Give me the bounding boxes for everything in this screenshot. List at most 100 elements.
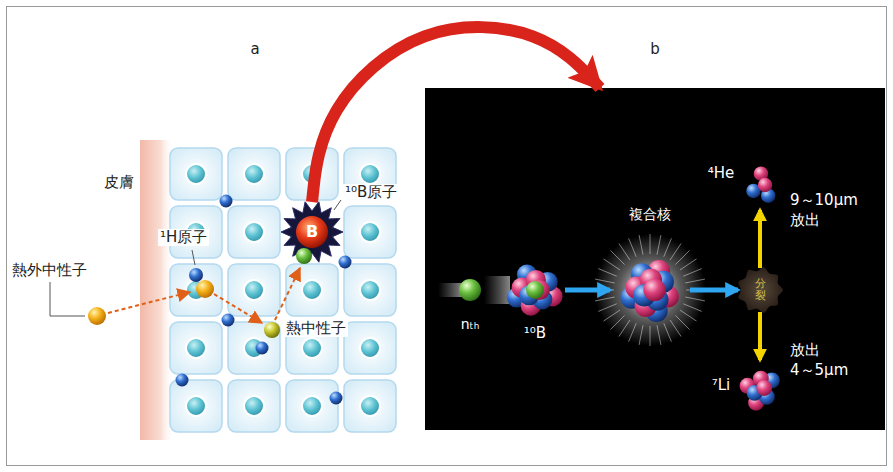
diagram-node: ⁴He	[705, 160, 785, 210]
glow-ray	[650, 234, 651, 254]
neutron-path	[214, 294, 262, 323]
boron-burst	[281, 202, 343, 262]
glow-ray	[595, 279, 615, 283]
figure-label: 熱中性子	[284, 320, 348, 337]
diagram-node: 複合核	[610, 204, 690, 324]
cell-nucleus	[186, 396, 206, 416]
glow-ray	[685, 279, 705, 283]
captured-neutron	[526, 281, 544, 299]
glow-ray	[650, 326, 651, 346]
cell-nucleus	[360, 280, 380, 300]
node-label: 複合核	[629, 206, 671, 222]
glow-ray	[664, 238, 672, 256]
epithermal-neutron	[88, 307, 106, 325]
hydrogen-atom	[222, 314, 235, 327]
glow-ray	[610, 315, 624, 329]
tissue-cell	[170, 380, 222, 432]
node-label: a	[250, 41, 259, 58]
figure-label: 放出	[788, 212, 822, 229]
reaction-panel	[425, 88, 885, 430]
cell-nucleus	[186, 338, 206, 358]
nucleus-glow	[594, 234, 706, 346]
reaction-art	[438, 166, 783, 410]
leader-line	[334, 200, 341, 210]
glow-ray	[629, 323, 637, 341]
diagram-node: ¹⁰B	[505, 260, 565, 346]
node-label: nₜₕ	[461, 316, 480, 332]
tissue-cell	[228, 322, 280, 374]
figure-label: 熱外中性子	[10, 262, 89, 279]
thermal-neutron	[296, 248, 312, 264]
glow-ray	[683, 269, 701, 277]
glow-ray	[629, 238, 637, 256]
tissue-cell	[228, 264, 280, 316]
boron-atom	[296, 216, 328, 248]
glow-ray	[619, 243, 630, 260]
cell-nucleus	[360, 222, 380, 242]
hydrogen-atom	[330, 392, 343, 405]
figure-label: ¹⁰B原子	[343, 184, 399, 201]
motion-streak	[438, 283, 462, 297]
neutron-path	[275, 268, 300, 320]
node-label: b	[650, 41, 660, 58]
tissue-cell	[228, 206, 280, 258]
epithermal-neutron	[196, 280, 214, 298]
cell-nucleus	[244, 280, 264, 300]
nucleon	[643, 279, 665, 301]
connector-arrow	[758, 210, 762, 268]
diagram-node: ⁷Li	[705, 360, 785, 412]
node-label: 分裂	[755, 278, 766, 302]
figure-label: ¹H原子	[158, 229, 209, 246]
hydrogen-atom	[339, 256, 352, 269]
fission-blob	[738, 267, 783, 312]
glow-ray	[670, 320, 681, 337]
motion-streak	[484, 276, 510, 304]
tissue-cell	[228, 380, 280, 432]
node-label: ⁷Li	[712, 377, 731, 394]
glow-ray	[619, 320, 630, 337]
glow-ray	[603, 259, 620, 270]
glow-ray	[675, 250, 689, 264]
glow-ray	[685, 297, 705, 301]
tissue-cell	[170, 264, 222, 316]
cell-nucleus	[244, 222, 264, 242]
cell-nucleus	[302, 396, 322, 416]
neutron-ball	[459, 279, 481, 301]
tissue-particles	[50, 195, 352, 405]
tissue-cell	[228, 148, 280, 200]
diagram-node: nₜₕ	[452, 276, 488, 338]
figure-frame	[7, 7, 887, 466]
hydrogen-atom	[220, 195, 233, 208]
glow-ray	[657, 325, 661, 345]
figure-label: 皮膚	[102, 174, 136, 191]
hydrogen-atom	[189, 268, 203, 282]
cell-nucleus	[302, 280, 322, 300]
diagram-node: B	[282, 202, 342, 262]
skin-band	[140, 140, 174, 440]
connector-arrow	[690, 288, 738, 293]
cell-nucleus	[244, 396, 264, 416]
tissue-cell	[344, 264, 396, 316]
figure-label: 9～10μm	[788, 192, 860, 209]
glow-ray	[598, 269, 616, 277]
connector-arrow	[312, 27, 600, 202]
glow-ray	[683, 304, 701, 312]
node-label: ¹⁰B	[524, 325, 546, 342]
figure-label: 4～5μm	[788, 362, 850, 379]
glow-ray	[639, 235, 643, 255]
glow-ray	[603, 310, 620, 321]
tissue-cell	[344, 322, 396, 374]
glow-ray	[664, 323, 672, 341]
thermal-neutron	[264, 322, 280, 338]
cell-nucleus	[360, 164, 380, 184]
connector-arrow	[758, 312, 762, 360]
tissue-cell	[170, 148, 222, 200]
leader-line	[50, 282, 85, 316]
cell-nucleus	[186, 164, 206, 184]
tissue-cell	[286, 380, 338, 432]
tissue-cell	[286, 264, 338, 316]
diagram-node: 分裂	[738, 268, 782, 312]
node-label: B	[306, 223, 318, 241]
